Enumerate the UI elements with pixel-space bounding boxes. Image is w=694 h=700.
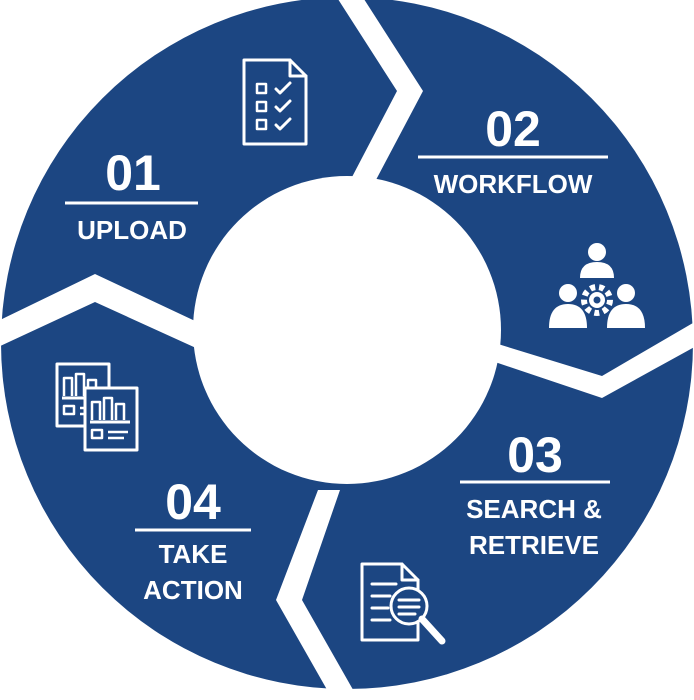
step-01-title: UPLOAD	[77, 215, 187, 245]
step-02-number: 02	[485, 101, 541, 157]
step-02-title: WORKFLOW	[434, 169, 593, 199]
separator-chevron-left	[0, 274, 210, 348]
report-documents-icon	[55, 362, 139, 452]
step-04-title-line-1: TAKE	[159, 539, 228, 569]
step-04: 04 TAKE ACTION	[55, 362, 251, 605]
team-gear-icon	[549, 243, 645, 328]
step-03-number: 03	[507, 427, 563, 483]
step-03-title-line-1: SEARCH &	[466, 494, 602, 524]
separator-chevron-top	[338, 0, 423, 200]
document-magnifier-icon	[360, 562, 446, 645]
step-01: 01 UPLOAD	[65, 58, 308, 245]
separator-chevron-bottom	[276, 490, 359, 700]
step-01-number: 01	[105, 145, 161, 201]
center-hole	[193, 176, 501, 484]
step-03: 03 SEARCH & RETRIEVE	[360, 427, 610, 645]
separator-chevron-right	[485, 322, 694, 398]
checklist-document-icon	[242, 58, 308, 146]
step-04-number: 04	[165, 474, 221, 530]
step-04-title-line-2: ACTION	[143, 575, 243, 605]
step-03-title-line-2: RETRIEVE	[469, 530, 599, 560]
step-02: 02 WORKFLOW	[418, 101, 645, 328]
